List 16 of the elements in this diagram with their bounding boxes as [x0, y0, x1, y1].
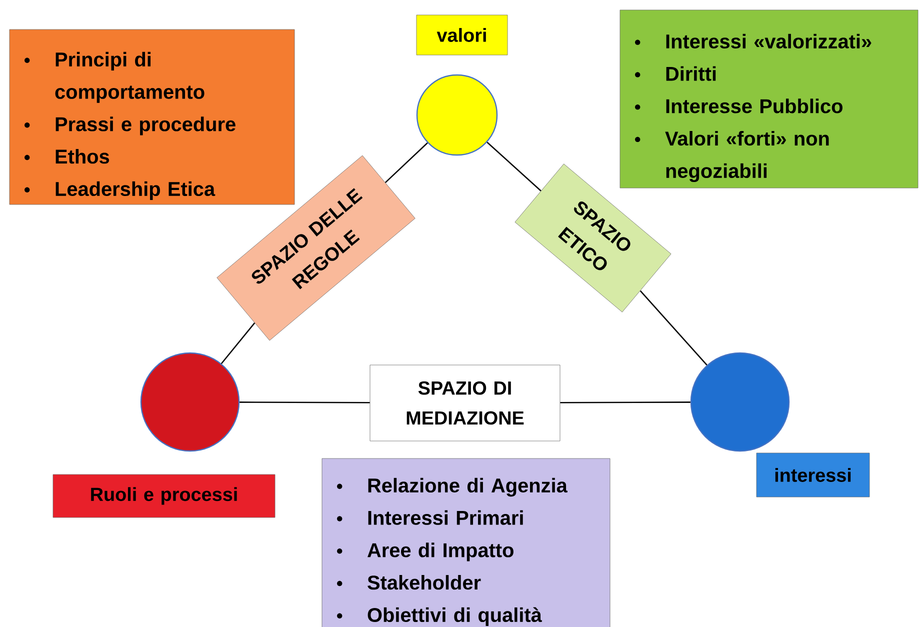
circle [416, 74, 498, 156]
circle [690, 352, 790, 452]
connector-line [560, 402, 690, 404]
label-box: interessi [756, 452, 870, 498]
circle [140, 352, 240, 452]
label-box: SPAZIO DI MEDIAZIONE [370, 364, 560, 442]
connector-line [384, 142, 428, 184]
bullet-list-box: Interessi «valorizzati» Diritti Interesse Pubblico Valori «forti» non negoziabili [620, 10, 918, 188]
connector-line [640, 290, 708, 366]
connector-line [220, 322, 256, 364]
label-box: valori [416, 14, 508, 56]
connector-line [486, 142, 542, 192]
label-box: Ruoli e processi [52, 474, 276, 518]
connector-line [240, 402, 370, 404]
bullet-list-box: Relazione di Agenzia Interessi Primari Aree di Impatto Stakeholder Obiettivi di qualità [322, 458, 610, 627]
bullet-list-box: Principi di comportamento Prassi e procedure Ethos Leadership Etica [9, 29, 295, 205]
